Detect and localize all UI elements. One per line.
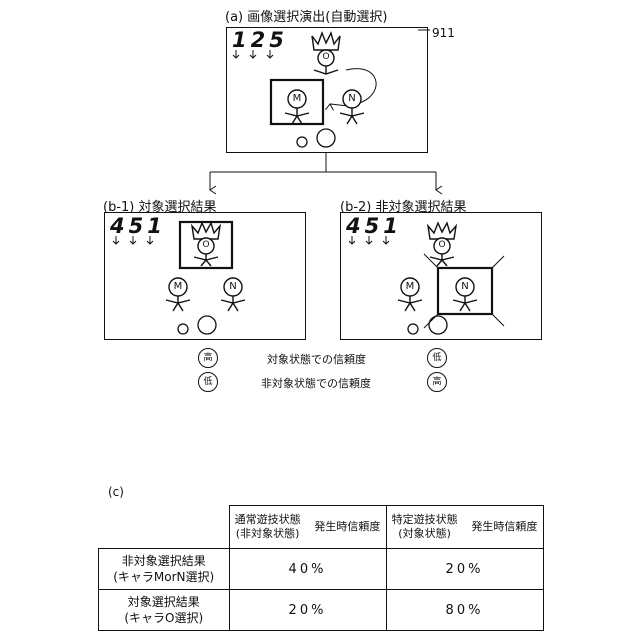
- header-specific-reliability: 発生時信頼度: [471, 520, 537, 534]
- row2-label-line2: (キャラO選択): [124, 611, 203, 625]
- row2-specific-value: 80%: [386, 590, 543, 631]
- row-label-target: 対象選択結果 (キャラO選択): [99, 590, 230, 631]
- b1-non-target-reliability-badge: 低: [198, 372, 218, 392]
- header-specific-line1: 特定遊技状態: [392, 513, 458, 526]
- panel-b1-large-ball: [198, 316, 216, 334]
- header-normal-line1: 通常遊技状態: [235, 513, 301, 526]
- header-normal-line2: (非対象状態): [236, 527, 300, 540]
- table-header-normal-state: 通常遊技状態 (非対象状態) 発生時信頼度: [229, 506, 386, 549]
- b2-non-target-reliability-badge: 高: [427, 372, 447, 392]
- row-label-non-target: 非対象選択結果 (キャラMorN選択): [99, 549, 230, 590]
- table-header-specific-state: 特定遊技状態 (対象状態) 発生時信頼度: [386, 506, 543, 549]
- b1-target-reliability-badge: 高: [198, 348, 218, 368]
- panel-a-char-n-label: N: [346, 93, 358, 104]
- panel-a-small-ball: [297, 137, 307, 147]
- panel-b2-char-o-label: O: [436, 240, 448, 250]
- row1-normal-value: 40%: [229, 549, 386, 590]
- panel-a-reel-arrows: [233, 50, 273, 58]
- panel-b1-char-o-label: O: [200, 240, 212, 250]
- table-row: 対象選択結果 (キャラO選択) 20% 80%: [99, 590, 544, 631]
- table-header-row: 通常遊技状態 (非対象状態) 発生時信頼度 特定遊技状態 (対象状態) 発生時信…: [99, 506, 544, 549]
- table-corner-cell: [99, 506, 230, 549]
- legend-non-target-reliability-text: 非対象状態での信頼度: [261, 375, 371, 391]
- branch-connector: [210, 152, 436, 190]
- reliability-table: 通常遊技状態 (非対象状態) 発生時信頼度 特定遊技状態 (対象状態) 発生時信…: [98, 505, 544, 631]
- panel-b2-char-m-label: M: [404, 281, 416, 292]
- b2-target-reliability-badge: 低: [427, 348, 447, 368]
- row2-normal-value: 20%: [229, 590, 386, 631]
- row2-label-line1: 対象選択結果: [128, 595, 200, 609]
- panel-b1-small-ball: [178, 324, 188, 334]
- panel-b2-large-ball: [429, 316, 447, 334]
- legend-target-reliability-text: 対象状態での信頼度: [267, 351, 366, 367]
- header-normal-reliability: 発生時信頼度: [314, 520, 380, 534]
- panel-a-char-m-label: M: [291, 93, 303, 104]
- table-row: 非対象選択結果 (キャラMorN選択) 40% 20%: [99, 549, 544, 590]
- panel-b2-reel-arrows: [349, 236, 389, 244]
- table-label: (c): [108, 485, 124, 499]
- row1-label-line1: 非対象選択結果: [122, 554, 206, 568]
- row1-label-line2: (キャラMorN選択): [113, 570, 214, 584]
- panel-b2-small-ball: [408, 324, 418, 334]
- panel-a-char-o-label: O: [320, 52, 332, 62]
- row1-specific-value: 20%: [386, 549, 543, 590]
- panel-b2-char-n-label: N: [459, 281, 471, 292]
- panel-b1-char-m-label: M: [172, 281, 184, 292]
- panel-a-large-ball: [317, 129, 335, 147]
- panel-b1-reel-arrows: [113, 236, 153, 244]
- header-specific-line2: (対象状態): [398, 527, 451, 540]
- panel-b1-char-n-label: N: [227, 281, 239, 292]
